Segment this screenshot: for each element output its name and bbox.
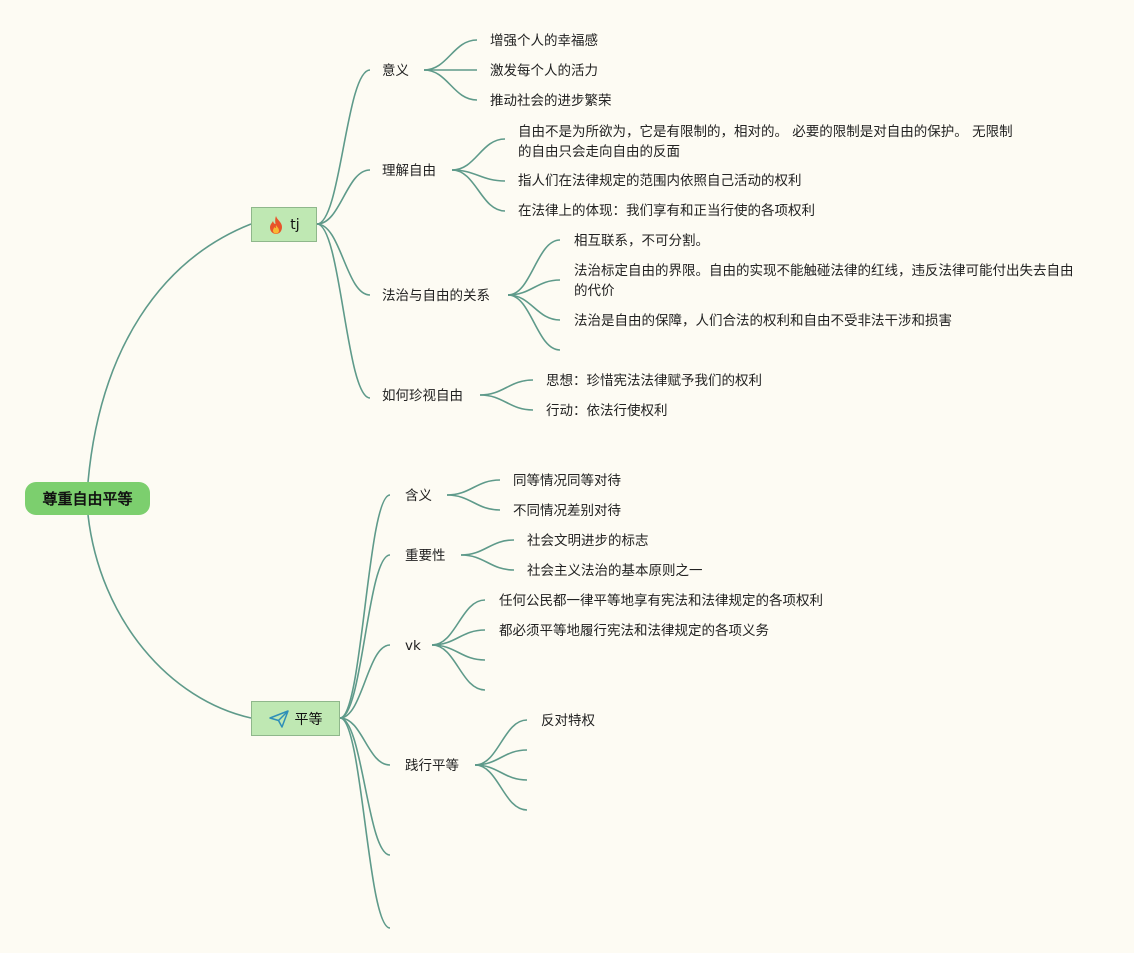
- subtopic-connector: [423, 39, 478, 71]
- topic-understand-freedom[interactable]: 理解自由: [382, 163, 436, 179]
- branch-equality[interactable]: 平等: [251, 701, 340, 736]
- topic-connector: [339, 717, 391, 766]
- subtopic-connector: [423, 69, 478, 101]
- subtopic-connector: [431, 644, 486, 691]
- subtopic-connector: [474, 764, 528, 811]
- subtopic-connector: [451, 138, 506, 171]
- subtopic-item[interactable]: 激发每个人的活力: [490, 63, 598, 79]
- topic-meaning[interactable]: 意义: [382, 63, 409, 79]
- branch-tj-label: tj: [290, 216, 300, 233]
- subtopic-item[interactable]: 不同情况差别对待: [513, 503, 621, 519]
- subtopic-connector: [479, 379, 534, 396]
- subtopic-item[interactable]: 增强个人的幸福感: [490, 33, 598, 49]
- topic-connector: [316, 223, 371, 296]
- branch-equality-label: 平等: [294, 711, 323, 728]
- subtopic-connector: [507, 239, 561, 296]
- subtopic-connector: [479, 394, 534, 411]
- topic-connector: [339, 554, 391, 719]
- root-topic-label: 尊重自由平等: [42, 490, 133, 508]
- topic-connector: [339, 494, 391, 719]
- subtopic-item[interactable]: 推动社会的进步繁荣: [490, 93, 612, 109]
- subtopic-connector: [446, 494, 501, 511]
- paper-plane-icon: [268, 709, 289, 728]
- subtopic-item[interactable]: 社会主义法治的基本原则之一: [527, 563, 703, 579]
- subtopic-item[interactable]: 思想：珍惜宪法法律赋予我们的权利: [546, 373, 762, 389]
- subtopic-connector: [507, 294, 561, 321]
- subtopic-item[interactable]: 都必须平等地履行宪法和法律规定的各项义务: [499, 623, 769, 639]
- topic-definition[interactable]: 含义: [405, 488, 432, 504]
- subtopic-item[interactable]: 同等情况同等对待: [513, 473, 621, 489]
- topic-connector: [339, 717, 391, 929]
- connector-line: [87, 223, 252, 483]
- subtopic-connector: [507, 294, 561, 351]
- subtopic-item[interactable]: 反对特权: [541, 713, 595, 729]
- subtopic-connector: [460, 554, 515, 571]
- subtopic-connector: [460, 539, 515, 556]
- subtopic-item[interactable]: 社会文明进步的标志: [527, 533, 649, 549]
- subtopic-item[interactable]: 指人们在法律规定的范围内依照自己活动的权利: [518, 173, 802, 189]
- topic-rule-of-law-and-freedom[interactable]: 法治与自由的关系: [382, 288, 490, 304]
- fire-icon: [268, 215, 284, 235]
- subtopic-connector: [507, 279, 561, 296]
- root-topic[interactable]: 尊重自由平等: [25, 482, 150, 515]
- topic-importance[interactable]: 重要性: [405, 548, 446, 564]
- topic-cherish-freedom[interactable]: 如何珍视自由: [382, 388, 463, 404]
- subtopic-connector: [431, 599, 486, 646]
- topic-practice-equality[interactable]: 践行平等: [405, 758, 459, 774]
- subtopic-connector: [474, 719, 528, 766]
- topic-connector: [316, 223, 371, 399]
- subtopic-item[interactable]: 任何公民都一律平等地享有宪法和法律规定的各项权利: [499, 593, 823, 609]
- subtopic-connector: [446, 479, 501, 496]
- topic-connector: [316, 69, 371, 225]
- subtopic-item[interactable]: 自由不是为所欲为，它是有限制的，相对的。 必要的限制是对自由的保护。 无限制的自…: [518, 124, 1013, 160]
- subtopic-item[interactable]: 在法律上的体现：我们享有和正当行使的各项权利: [518, 203, 815, 219]
- connector-line: [87, 514, 252, 719]
- subtopic-item[interactable]: 法治是自由的保障，人们合法的权利和自由不受非法干涉和损害: [574, 313, 952, 329]
- topic-connector: [339, 717, 391, 856]
- topic-connector: [339, 644, 391, 719]
- topic-vk[interactable]: vk: [405, 638, 421, 654]
- topic-connector: [316, 169, 371, 225]
- subtopic-item[interactable]: 法治标定自由的界限。自由的实现不能触碰法律的红线，违反法律可能付出失去自由的代价: [574, 263, 1074, 299]
- subtopic-item[interactable]: 行动：依法行使权利: [546, 403, 668, 419]
- subtopic-connector: [451, 169, 506, 212]
- branch-tj[interactable]: tj: [251, 207, 317, 242]
- subtopic-item[interactable]: 相互联系，不可分割。: [574, 233, 709, 249]
